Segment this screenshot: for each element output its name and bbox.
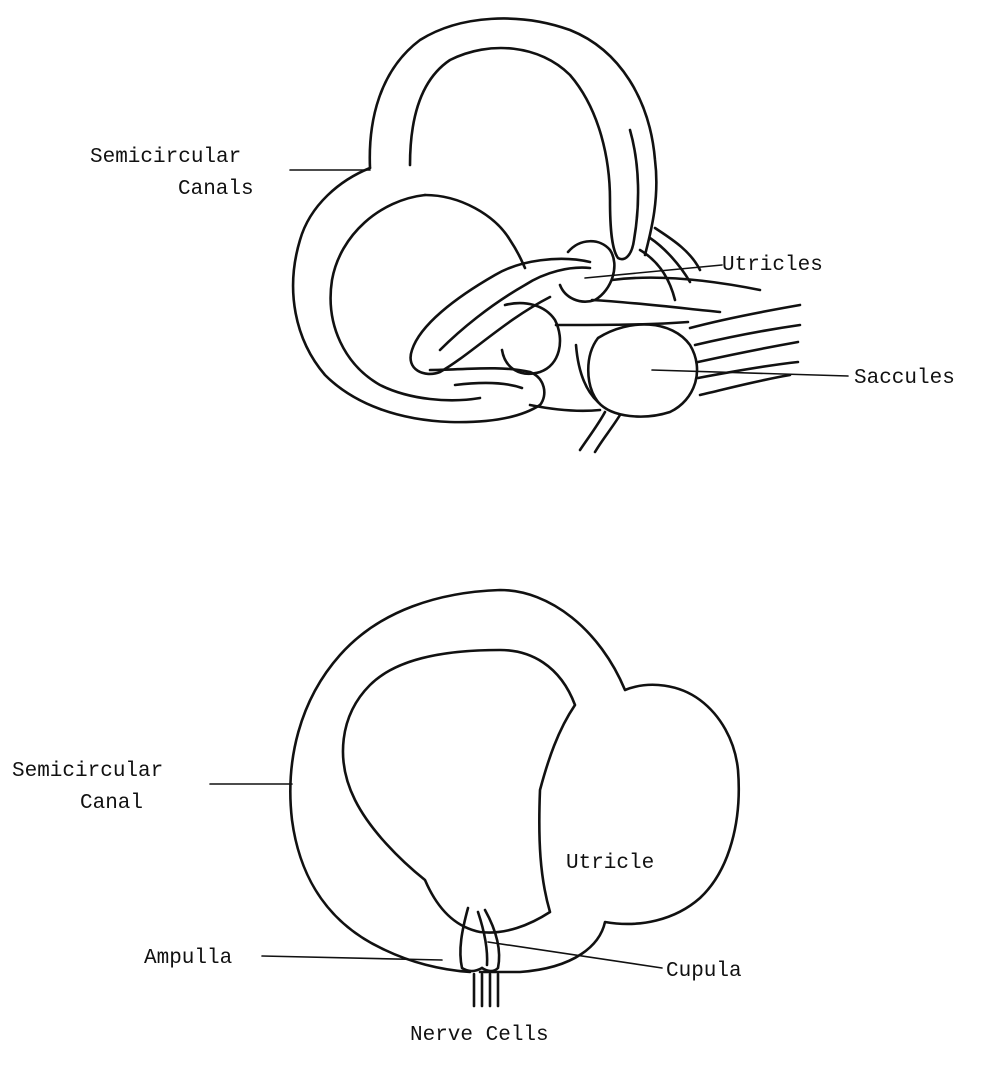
label-utricle: Utricle	[566, 852, 654, 875]
bottom-lip	[530, 405, 600, 411]
utricle-bulb	[560, 241, 614, 301]
nerve-fiber	[612, 278, 760, 290]
vestibular-apparatus-drawing	[290, 19, 848, 452]
utricle-duct-lower	[556, 322, 688, 325]
canal-cross-section-drawing	[210, 590, 739, 1006]
label-semicircular-canals-line1: Semicircular	[90, 146, 241, 169]
canal-inner-outline	[343, 650, 575, 933]
posterior-canal-inner-2	[425, 195, 525, 268]
nerve-fiber	[690, 305, 800, 328]
leader-line-saccules	[652, 370, 848, 376]
nerve-fiber	[695, 325, 800, 345]
canal-outer-outline	[290, 590, 738, 972]
leader-line-utricles	[585, 265, 722, 278]
lateral-canal-lower-2	[455, 383, 522, 388]
label-saccules: Saccules	[854, 367, 955, 390]
label-ampulla: Ampulla	[144, 947, 232, 970]
nerve-fiber	[698, 342, 798, 362]
utricle-duct-upper	[592, 300, 720, 312]
lateral-canal-inner	[440, 268, 590, 350]
label-cupula: Cupula	[666, 960, 742, 983]
lateral-canal-outer	[411, 259, 590, 374]
label-utricles: Utricles	[722, 254, 823, 277]
cupula-wedge-inner	[478, 912, 487, 965]
saccule-link	[576, 345, 598, 402]
label-semicircular-canals-line2: Canals	[178, 178, 254, 201]
label-semicircular-canal-line1: Semicircular	[12, 760, 163, 783]
lateral-ampulla	[502, 303, 560, 374]
leader-line-cupula	[488, 942, 662, 968]
nerve-fiber	[640, 250, 675, 300]
nerve-fiber	[700, 375, 790, 395]
nerve-fiber	[650, 238, 690, 282]
label-semicircular-canal-line2: Canal	[80, 792, 143, 815]
leader-line-ampulla	[262, 956, 442, 960]
label-nerve-cells: Nerve Cells	[410, 1024, 549, 1047]
superior-canal-inner	[410, 48, 638, 259]
